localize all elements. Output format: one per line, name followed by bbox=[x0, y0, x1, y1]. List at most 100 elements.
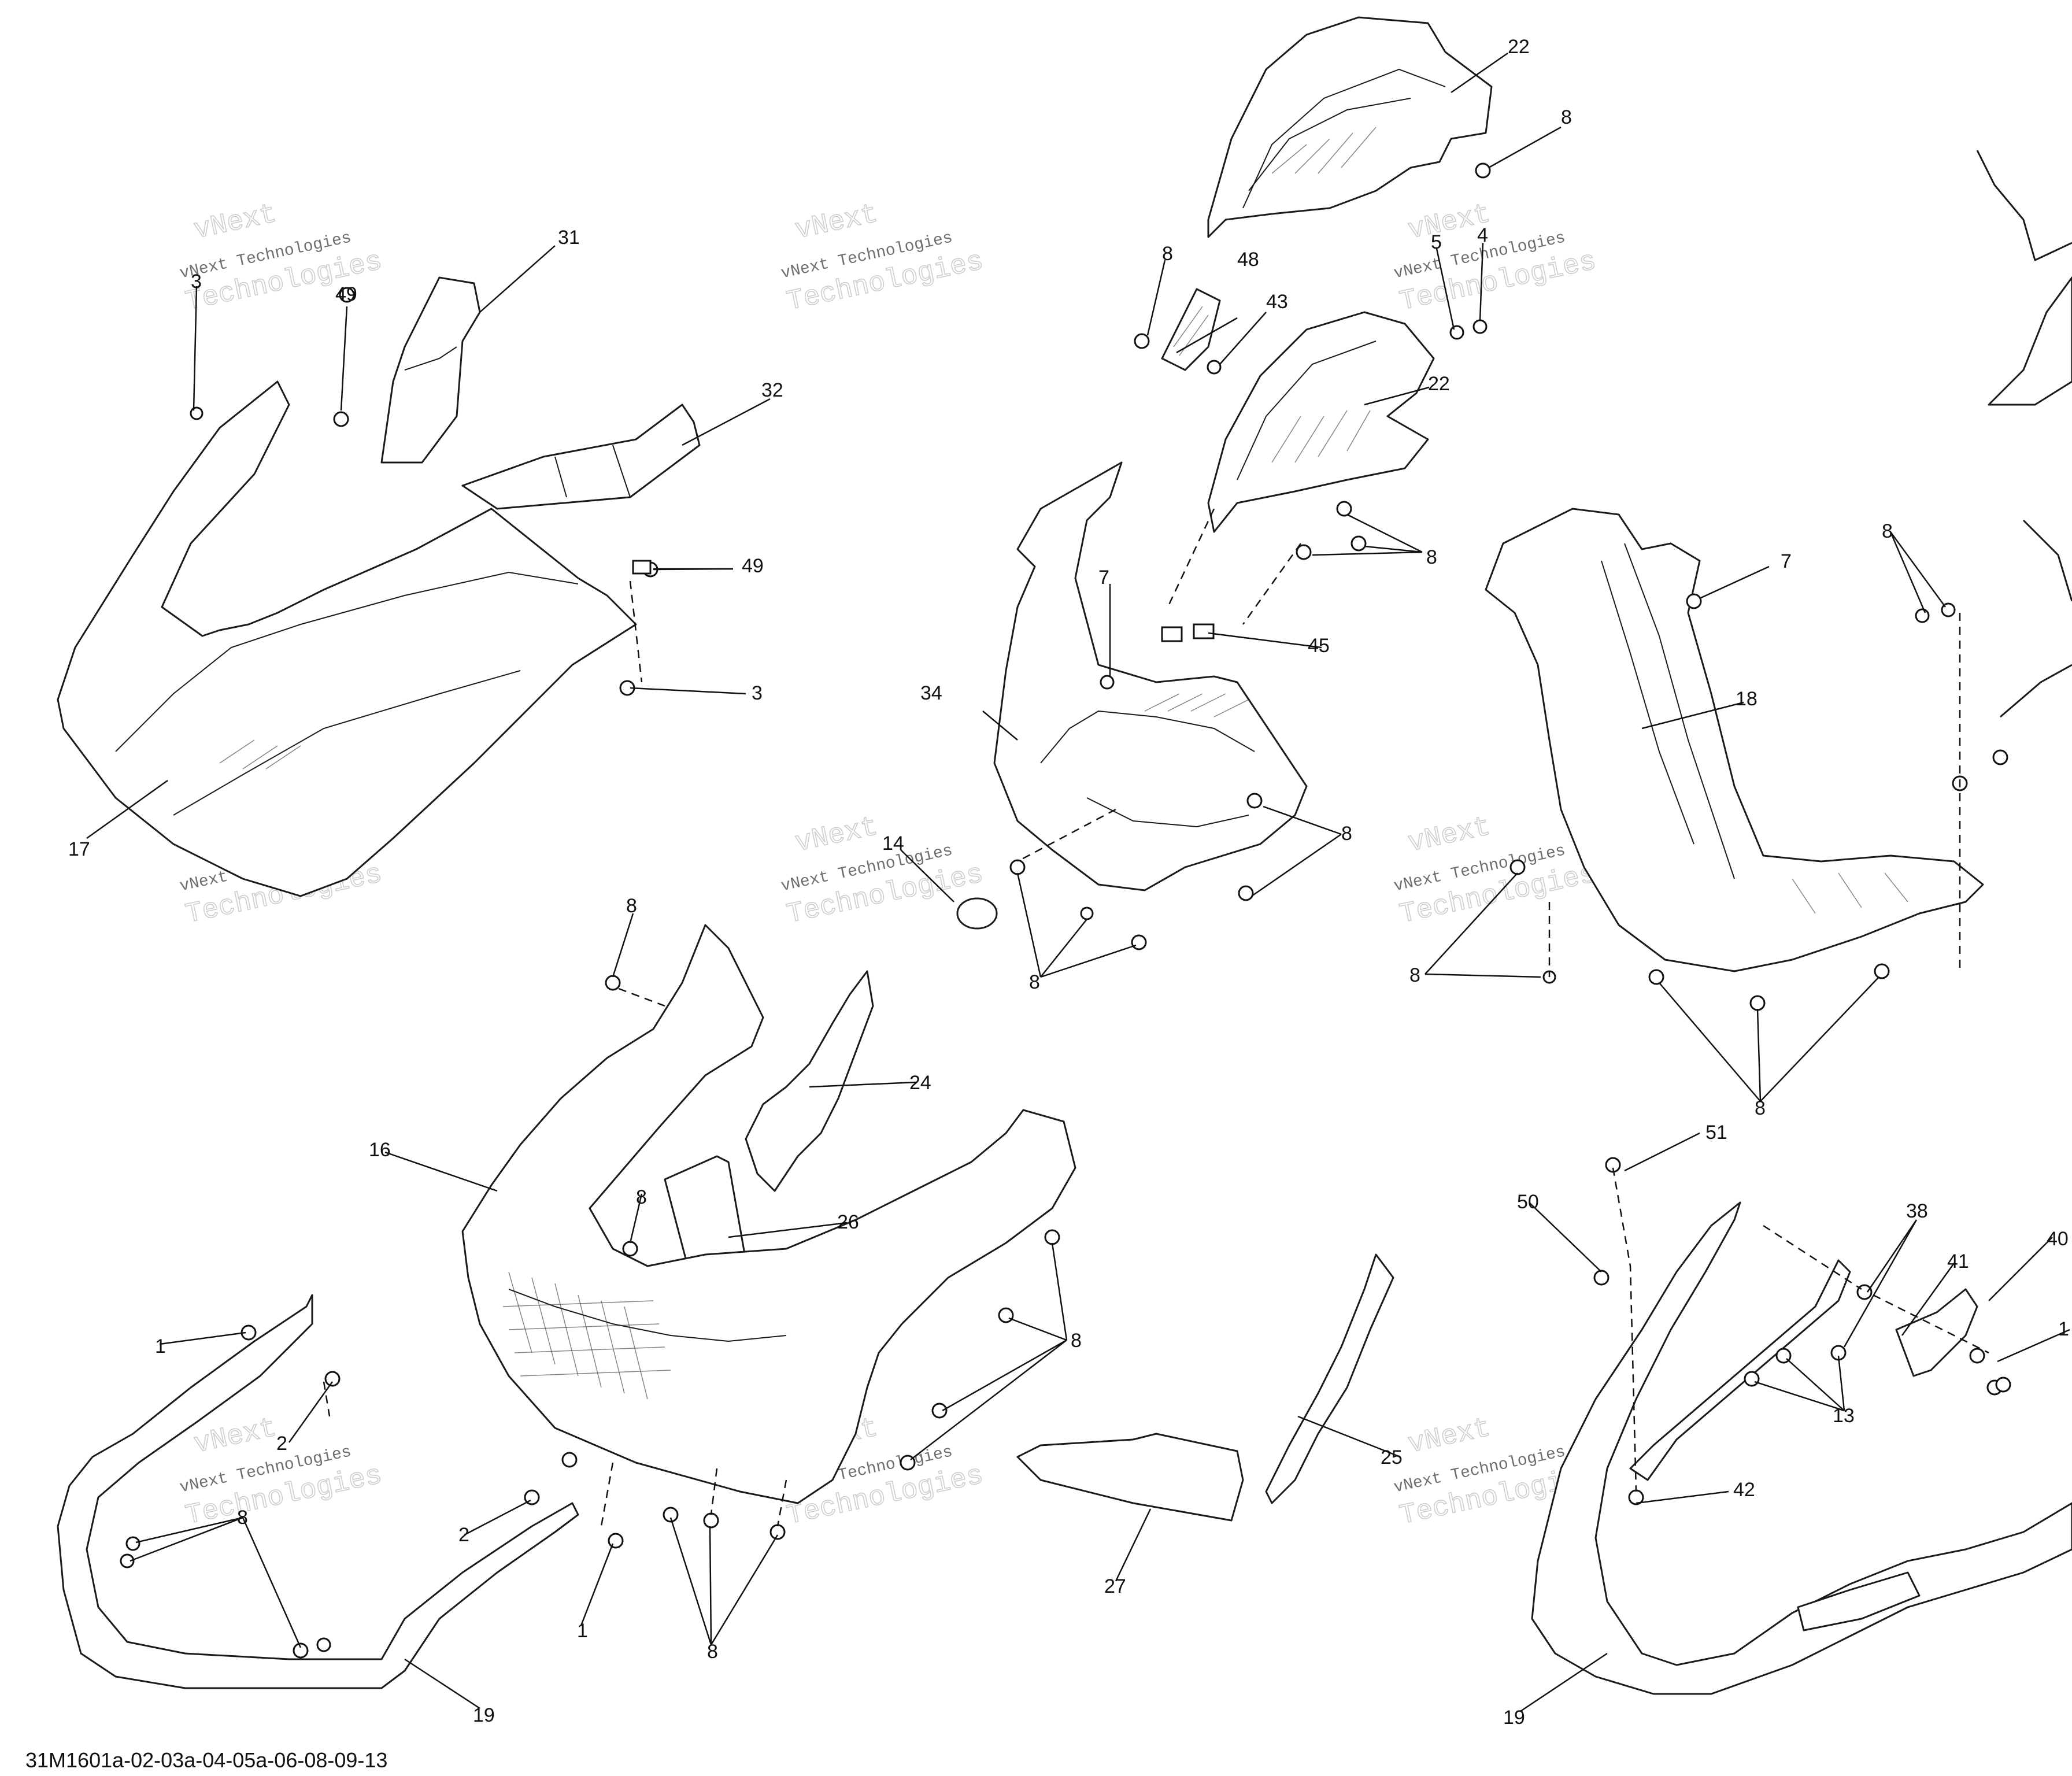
callout-49: 49 bbox=[742, 555, 764, 577]
fastener-icon bbox=[1238, 885, 1254, 901]
callout-18: 18 bbox=[1736, 688, 1758, 710]
fastener-icon bbox=[1134, 333, 1150, 349]
fastener-icon bbox=[1648, 969, 1664, 985]
callout-40: 40 bbox=[2047, 1228, 2069, 1250]
part-18-right-bracket bbox=[1485, 508, 1984, 972]
fastener-icon bbox=[1100, 675, 1115, 690]
clip-icon bbox=[1161, 626, 1183, 642]
part-24-filler bbox=[745, 970, 874, 1192]
fastener-icon bbox=[1207, 360, 1222, 375]
callout-22: 22 bbox=[1428, 373, 1450, 395]
fastener-icon bbox=[1992, 749, 2008, 765]
fastener-icon bbox=[1686, 593, 1702, 609]
fastener-icon bbox=[1449, 325, 1464, 340]
fastener-icon bbox=[561, 1452, 578, 1468]
clip-icon bbox=[632, 560, 652, 575]
fastener-icon bbox=[1874, 963, 1890, 979]
callout-8: 8 bbox=[1341, 823, 1352, 845]
part-27-wedge bbox=[1016, 1433, 1244, 1522]
callout-22: 22 bbox=[1508, 36, 1530, 58]
part-25-filler bbox=[1265, 1253, 1394, 1504]
clip-icon bbox=[1193, 623, 1215, 639]
alignment-lines bbox=[323, 508, 1989, 1527]
callout-8: 8 bbox=[707, 1641, 718, 1663]
callout-48: 48 bbox=[1237, 249, 1259, 271]
part-22-lower-shroud bbox=[1207, 311, 1435, 533]
part-48-bracket bbox=[1161, 288, 1221, 371]
watermark-line1: vNext bbox=[1405, 1413, 1493, 1461]
callout-8: 8 bbox=[1426, 546, 1437, 568]
fastener-icon bbox=[605, 975, 621, 991]
fastener-icon bbox=[1336, 501, 1352, 517]
callout-41: 41 bbox=[1947, 1250, 1969, 1272]
callout-13: 13 bbox=[1833, 1405, 1855, 1427]
callout-19: 19 bbox=[1503, 1707, 1525, 1729]
fastener-icon bbox=[1009, 859, 1026, 875]
fasteners bbox=[120, 162, 2011, 1659]
fastener-icon bbox=[339, 287, 355, 303]
fastener-icon bbox=[316, 1637, 331, 1652]
callout-38: 38 bbox=[1906, 1200, 1928, 1222]
callout-31: 31 bbox=[558, 227, 580, 249]
watermark-line1: vNext bbox=[191, 1413, 279, 1461]
watermark-line1: vNext bbox=[1405, 812, 1493, 860]
callout-43: 43 bbox=[1266, 291, 1288, 313]
fastener-icon bbox=[608, 1533, 624, 1549]
fastener-icon bbox=[120, 1553, 135, 1568]
fastener-icon bbox=[931, 1403, 948, 1419]
callout-2: 2 bbox=[458, 1524, 469, 1546]
callout-7: 7 bbox=[1781, 550, 1792, 572]
callout-1: 1 bbox=[577, 1620, 588, 1642]
callout-26: 26 bbox=[837, 1211, 859, 1233]
part-19-left-bumper bbox=[57, 1294, 579, 1689]
fastener-icon bbox=[622, 1241, 638, 1257]
drawing-code: 31M1601a-02-03a-04-05a-06-08-09-13 bbox=[25, 1748, 388, 1772]
callout-8: 8 bbox=[237, 1507, 248, 1529]
callout-1: 1 bbox=[155, 1335, 166, 1357]
callout-5: 5 bbox=[1431, 231, 1442, 253]
part-34-center-bracket bbox=[993, 461, 1308, 891]
fastener-icon bbox=[1296, 544, 1312, 560]
callout-34: 34 bbox=[920, 682, 942, 704]
fastener-icon bbox=[190, 406, 204, 420]
fastener-icon bbox=[663, 1507, 679, 1523]
part-19-right-bumper bbox=[1531, 1201, 2072, 1695]
fastener-icon bbox=[1995, 1377, 2011, 1393]
part-32-wedge bbox=[461, 404, 701, 510]
callout-51: 51 bbox=[1705, 1122, 1727, 1144]
callout-2: 2 bbox=[276, 1433, 287, 1455]
fastener-icon bbox=[333, 411, 349, 427]
callout-3: 3 bbox=[191, 271, 202, 293]
callout-50: 50 bbox=[1517, 1191, 1539, 1213]
fastener-icon bbox=[769, 1524, 786, 1540]
callout-8: 8 bbox=[1029, 971, 1040, 993]
callout-1: 1 bbox=[2058, 1318, 2069, 1340]
fastener-icon bbox=[1044, 1229, 1060, 1245]
fastener-icon bbox=[1246, 793, 1263, 809]
callout-8: 8 bbox=[1409, 964, 1420, 986]
callout-8: 8 bbox=[1882, 520, 1893, 542]
watermark-line1: vNext bbox=[191, 199, 279, 247]
callout-8: 8 bbox=[636, 1186, 647, 1208]
part-outlines bbox=[57, 16, 2072, 1695]
fastener-icon bbox=[1131, 934, 1147, 950]
part-31-panel bbox=[380, 276, 481, 464]
part-22-upper-shroud bbox=[1207, 16, 1493, 238]
callout-42: 42 bbox=[1733, 1479, 1755, 1501]
callout-19: 19 bbox=[473, 1704, 495, 1726]
callout-45: 45 bbox=[1308, 635, 1330, 657]
callout-14: 14 bbox=[882, 832, 904, 854]
fastener-icon bbox=[293, 1642, 309, 1659]
callout-49: 49 bbox=[335, 283, 357, 305]
callout-17: 17 bbox=[68, 838, 90, 860]
callout-4: 4 bbox=[1477, 224, 1488, 246]
part-17-side-panel bbox=[57, 380, 637, 897]
fastener-icon bbox=[1969, 1348, 1985, 1364]
fastener-icon bbox=[1350, 535, 1367, 552]
callout-8: 8 bbox=[626, 895, 637, 917]
callout-7: 7 bbox=[1098, 567, 1109, 589]
fastener-icon bbox=[1749, 995, 1766, 1011]
callout-labels: 22 8 31 3 49 8 48 43 5 4 32 22 49 7 8 7 … bbox=[68, 36, 2069, 1729]
fastener-icon bbox=[125, 1536, 140, 1551]
fastener-icon bbox=[324, 1371, 341, 1387]
